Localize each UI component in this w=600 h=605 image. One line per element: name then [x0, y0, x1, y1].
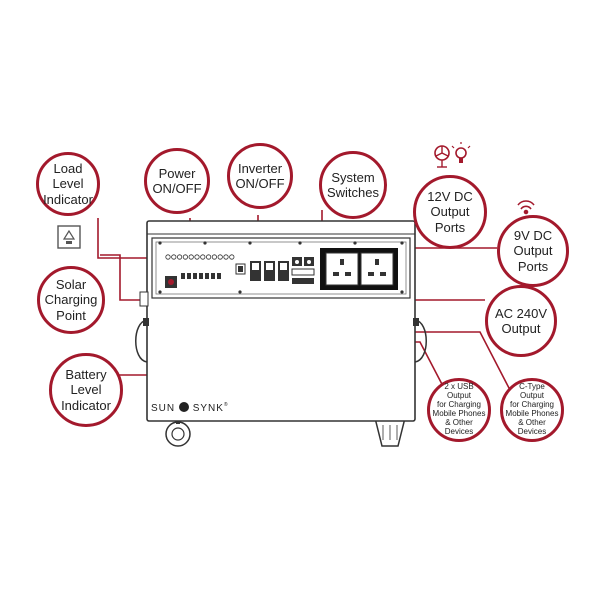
load-led [165, 254, 171, 260]
load-led [211, 254, 217, 260]
battery-led [205, 273, 209, 279]
power-switch[interactable] [235, 263, 246, 275]
load-led [217, 254, 223, 260]
load-led [171, 254, 177, 260]
callout-load-level-indicator: Load Level Indicator [36, 152, 100, 216]
solar-input-port[interactable] [165, 276, 177, 288]
callout-c-type-output: C-Type Output for Charging Mobile Phones… [500, 378, 564, 442]
callout-battery-level-indicator: Battery Level Indicator [49, 353, 123, 427]
battery-led [187, 273, 191, 279]
fan-icon [434, 145, 450, 168]
callout-inverter-on-off: Inverter ON/OFF [227, 143, 293, 209]
callout-power-on-off: Power ON/OFF [144, 148, 210, 214]
wifi-signal-icon [517, 200, 535, 215]
wheels [165, 417, 406, 447]
ac-socket-panel [320, 248, 398, 290]
load-led [188, 254, 194, 260]
light-bulb-icon [451, 142, 471, 163]
load-led [194, 254, 200, 260]
callout-ac-240v-output: AC 240V Output [485, 285, 557, 357]
battery-led [217, 273, 221, 279]
dc-output-ports[interactable] [291, 257, 315, 284]
wall-socket-icon [57, 225, 81, 249]
battery-led [199, 273, 203, 279]
battery-level-leds [181, 273, 221, 279]
load-level-leds [165, 254, 235, 260]
brand-logo: SUN SYNK® [151, 402, 229, 414]
callout-9v-dc-output-ports: 9V DC Output Ports [497, 215, 569, 287]
brand-mark-icon [178, 402, 189, 412]
callout-12v-dc-output-ports: 12V DC Output Ports [413, 175, 487, 249]
callout-solar-charging-point: Solar Charging Point [37, 266, 105, 334]
load-led [223, 254, 229, 260]
load-led [206, 254, 212, 260]
load-led [229, 254, 235, 260]
callout-system-switches: System Switches [319, 151, 387, 219]
battery-led [211, 273, 215, 279]
battery-led [193, 273, 197, 279]
inverter-switches[interactable] [250, 261, 289, 281]
load-led [200, 254, 206, 260]
battery-led [181, 273, 185, 279]
load-led [177, 254, 183, 260]
side-charging-connector [139, 291, 149, 307]
load-led [182, 254, 188, 260]
callout-usb-output: 2 x USB Output for Charging Mobile Phone… [427, 378, 491, 442]
